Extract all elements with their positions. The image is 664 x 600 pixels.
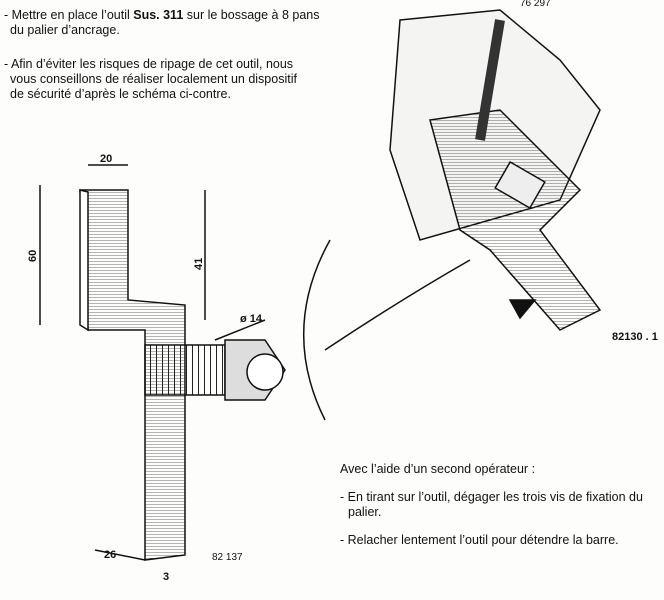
text: vous conseillons de réaliser localement … [10,72,297,86]
dimension-thickness: 3 [163,571,169,583]
text: - Mettre en place l’outil [4,8,134,22]
dimension-depth: 26 [104,549,116,561]
text: sur le bossage à 8 pans [183,8,320,22]
tool-reference: Sus. 311 [133,8,184,22]
text: du palier d’ancrage. [10,23,120,37]
figure-reference-right: 82130 . 1 [612,331,658,343]
operator-instructions: Avec l’aide d’un second opérateur : - En… [340,462,643,548]
dimension-inner: 41 [193,258,205,270]
step-2: - Relacher lentement l’outil pour détend… [340,533,619,547]
step-1: - En tirant sur l’outil, dégager les tro… [340,490,643,504]
figure-reference-left: 82 137 [212,552,243,563]
instruction-paragraph-1: - Mettre en place l’outil Sus. 311 sur l… [4,8,319,38]
safety-bracket-drawing [39,164,471,561]
text: - Afin d’éviter les risques de ripage de… [4,57,294,71]
instruction-paragraph-2: - Afin d’éviter les risques de ripage de… [4,57,297,102]
dimension-height: 60 [27,250,39,262]
dimension-diameter: ø 14 [240,313,263,325]
step-1-continued: palier. [348,505,382,519]
tool-assembly-drawing [389,9,602,331]
dimension-width: 20 [100,153,112,165]
intro-text: Avec l’aide d’un second opérateur : [340,462,536,476]
figure-reference-top: 76 297 [520,0,551,9]
text: de sécurité d’après le schéma ci-contre. [10,87,231,101]
